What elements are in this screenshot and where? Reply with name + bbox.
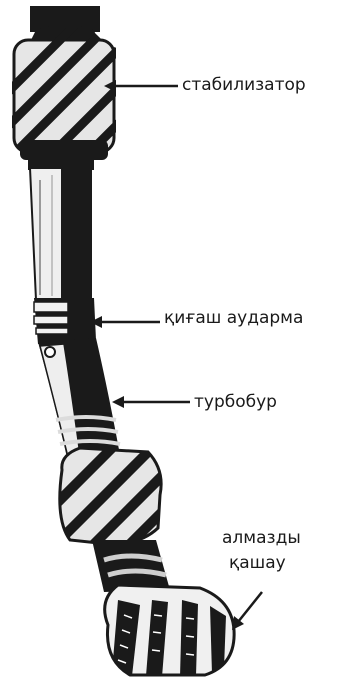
arrow-turbodrill [112,396,190,408]
stabilizer-label: стабилизатор [182,74,306,96]
arrow-stabilizer [104,80,178,92]
arrow-diamond-bit [232,592,262,630]
diamond-bit-label-line1: алмазды [222,527,301,549]
turbodrill-label: турбобур [194,391,277,413]
diamond-bit [105,585,234,677]
bent-sub-label: қиғаш аударма [164,307,303,329]
arrow-bent-sub [90,316,160,328]
turbodrill-body [38,338,120,462]
drill-shaft [28,150,94,300]
diamond-bit-label-line2: қашау [229,552,286,574]
bent-sub [34,298,96,344]
